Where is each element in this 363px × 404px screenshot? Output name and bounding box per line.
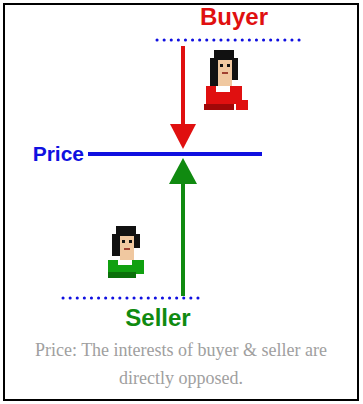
buyer-label: Buyer xyxy=(200,3,268,31)
seller-figure xyxy=(108,226,144,278)
buyer-figure xyxy=(204,50,248,110)
price-line xyxy=(88,152,262,156)
seller-arrow xyxy=(181,180,185,296)
buyer-arrow xyxy=(181,46,185,128)
buyer-level xyxy=(157,39,300,42)
seller-level xyxy=(63,297,205,300)
buyer-arrowhead xyxy=(170,124,196,149)
seller-arrowhead xyxy=(169,158,197,184)
seller-label: Seller xyxy=(125,304,190,332)
frame xyxy=(4,4,358,400)
caption: Price: The interests of buyer & seller a… xyxy=(14,336,348,392)
price-label: Price xyxy=(33,142,84,166)
